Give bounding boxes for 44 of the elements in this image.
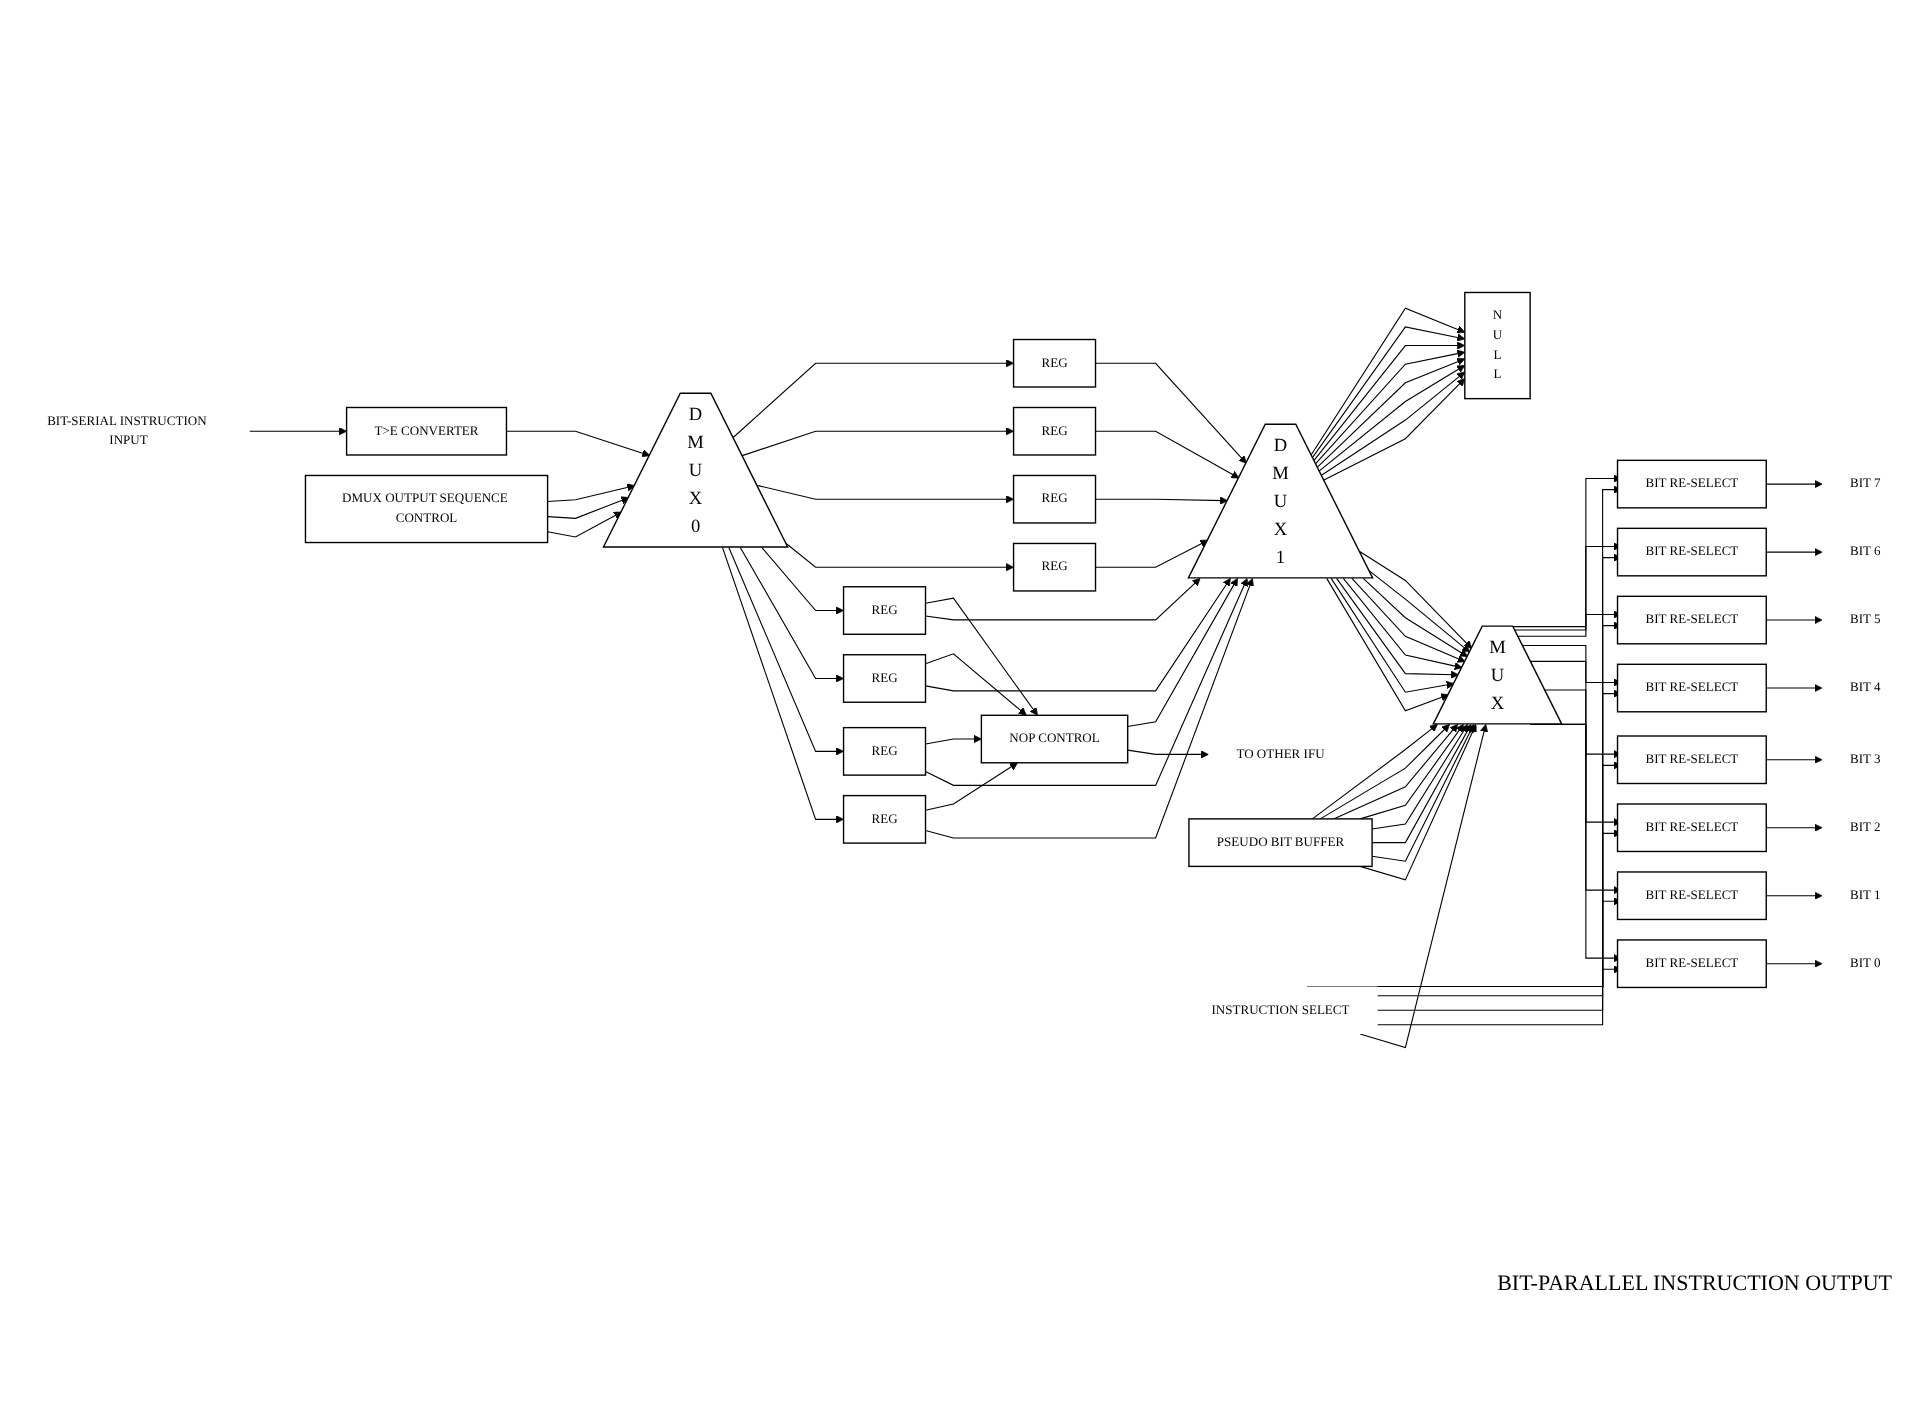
arrow [924, 597, 1038, 716]
arrow [924, 578, 1248, 786]
arrow [741, 427, 1014, 457]
arrow [1359, 724, 1464, 820]
arrow [1127, 578, 1238, 728]
arrow [1371, 724, 1475, 862]
arrow [721, 546, 844, 824]
note-text: BIT-PARALLEL INSTRUCTION OUTPUT [1497, 1272, 1892, 1296]
arrow [924, 653, 1027, 716]
arrow [1359, 724, 1477, 881]
arrow [1765, 480, 1823, 489]
arrow [547, 496, 630, 519]
arrow [761, 546, 844, 615]
arrow [1765, 755, 1823, 764]
arrow [249, 427, 347, 436]
arrow [785, 542, 1014, 572]
arrow [1359, 551, 1473, 649]
arrow [1765, 823, 1823, 832]
arrow [1765, 959, 1823, 968]
arrow [1765, 891, 1823, 900]
arrow [739, 546, 844, 683]
arrow [1094, 539, 1209, 568]
arrow [924, 762, 1018, 811]
arrow [505, 430, 651, 458]
arrow [1330, 577, 1455, 693]
arrow [924, 578, 1231, 692]
arrow [924, 578, 1254, 839]
arrow [547, 511, 622, 538]
arrow [924, 734, 982, 745]
arrow [1765, 683, 1823, 693]
arrow [756, 484, 1014, 504]
arrow [1094, 430, 1240, 479]
arrow [547, 483, 636, 502]
arrow [1359, 724, 1489, 1049]
arrow [1333, 724, 1459, 820]
arrow [1094, 496, 1229, 505]
arrow [924, 578, 1201, 621]
arrow [732, 359, 1014, 439]
arrow [1765, 548, 1823, 557]
arrow [1127, 749, 1209, 759]
arrow [728, 546, 844, 756]
arrow [1326, 577, 1449, 712]
arrow [1765, 615, 1823, 625]
arrow [1094, 362, 1247, 464]
